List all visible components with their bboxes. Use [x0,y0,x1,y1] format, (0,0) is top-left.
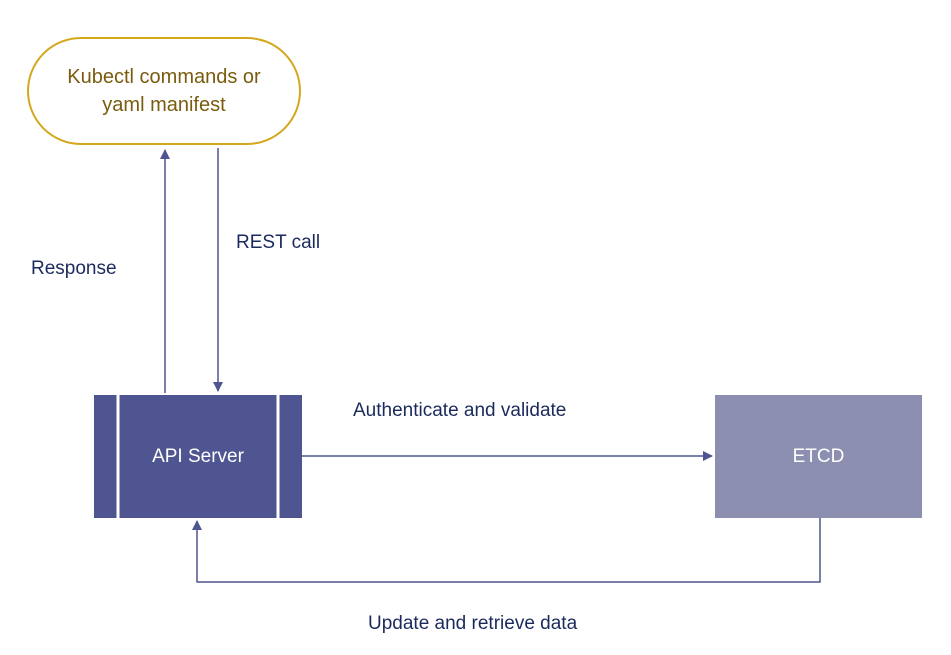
update-arrow [192,518,821,583]
api-server-box [94,395,302,518]
etcd-label: ETCD [792,445,845,467]
api-server-fill [94,395,302,518]
rest-call-label: REST call [236,232,321,253]
etcd-box [715,395,922,518]
etcd-node: ETCD [715,395,922,518]
client-node: Kubectl commands or yaml manifest [27,37,301,145]
update-label: Update and retrieve data [368,613,578,634]
authenticate-label: Authenticate and validate [353,400,567,421]
client-node-label: Kubectl commands or yaml manifest [67,66,261,116]
response-label: Response [31,258,117,279]
api-server-label: API Server [152,445,244,467]
api-server-node: API Server [94,395,302,518]
